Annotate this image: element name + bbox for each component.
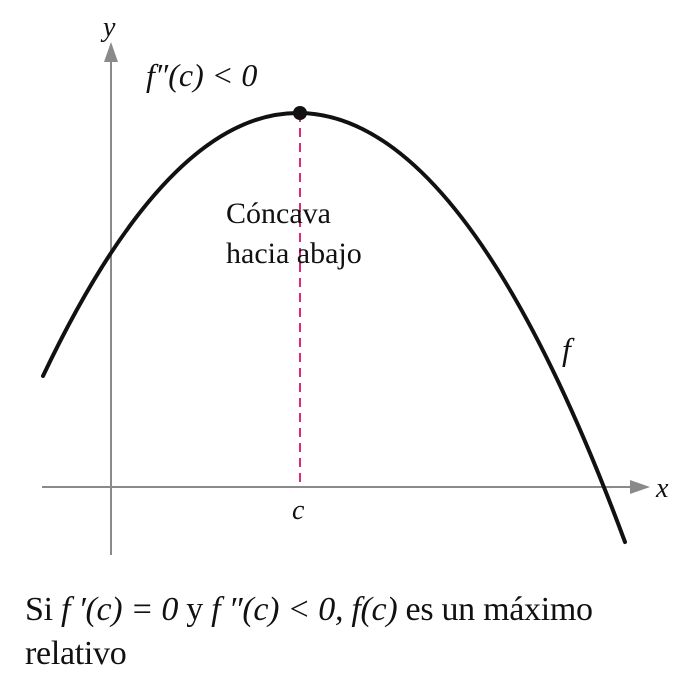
concave-down-diagram: y x f″(c) < 0 Cóncava hacia abajo f c: [41, 12, 669, 555]
caption-line-2: relativo: [25, 635, 127, 672]
curve-label: f: [562, 331, 575, 367]
condition-label: f″(c) < 0: [146, 57, 257, 93]
y-axis-label: y: [100, 12, 116, 43]
y-axis-arrow-icon: [104, 42, 118, 62]
caption-line-1: Si f ′(c) = 0 y f ″(c) < 0, f(c) es un m…: [25, 588, 675, 632]
critical-point-label: c: [292, 495, 305, 526]
concavity-label-line2: hacia abajo: [226, 237, 362, 270]
figure-caption: Si f ′(c) = 0 y f ″(c) < 0, f(c) es un m…: [25, 588, 675, 676]
caption-suffix: es un máximo: [397, 591, 593, 628]
function-curve-f: [41, 110, 627, 544]
x-axis-label: x: [655, 473, 669, 504]
x-axis-arrow-icon: [630, 480, 650, 494]
caption-function-value: f(c): [343, 591, 398, 628]
caption-prefix: Si: [25, 591, 61, 628]
concavity-label-line1: Cóncava: [226, 197, 331, 230]
caption-conjunction: y: [178, 591, 212, 628]
caption-second-derivative-condition: f ″(c) < 0,: [211, 591, 344, 628]
maximum-point: [293, 106, 307, 120]
caption-first-derivative-condition: f ′(c) = 0: [60, 591, 179, 628]
